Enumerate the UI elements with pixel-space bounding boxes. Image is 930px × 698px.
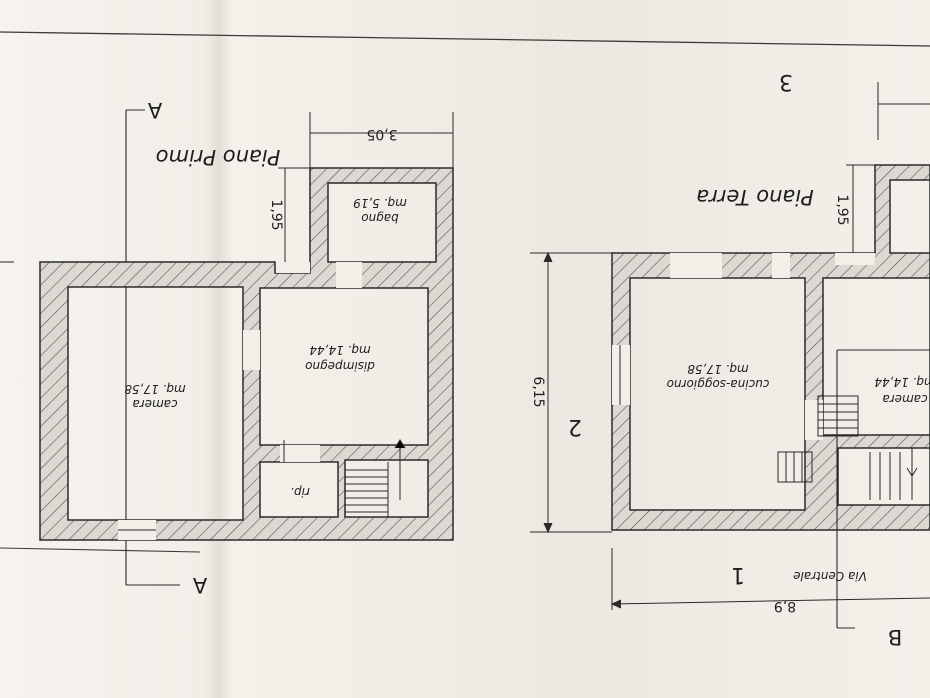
room-name-camera-terra: camera [882,392,927,406]
section-line-b [836,349,930,629]
street-label: Via Centrale [793,569,867,583]
side-number-2: 2 [568,414,582,439]
section-a-bottom: A [192,573,207,597]
sheet-border-top [0,31,930,47]
dimension-bath-offset-primo [278,167,310,262]
side-number-1: 1 [731,562,745,587]
room-area-camera-primo: mq. 17,58 [124,382,186,396]
room-name-cucina-soggiorno: cucina-soggiorno [667,377,770,391]
dimension-length-terra [610,548,930,610]
section-b-label: B [888,625,902,649]
room-name-disimpegno: disimpegno [305,359,375,373]
dim-width-primo: 3,05 [366,126,397,142]
dim-bath-offset-primo: 1,95 [268,199,284,230]
side-number-3: 3 [779,69,793,94]
piano-primo-title: Piano Primo [156,145,281,169]
dimension-depth-terra [530,251,612,534]
dimension-width-primo [309,112,454,168]
dim-depth-terra: 6,15 [530,376,546,407]
piano-terra-title: Piano Terra [696,185,814,209]
sheet-border-bottom [0,547,201,553]
section-a-top: A [147,98,162,122]
staircase-terra [777,395,918,500]
piano-terra-plan: B 6,15 8,9 1,95 Piano Terra Via [530,69,930,649]
room-name-rip: rip. [290,485,310,499]
room-name-bagno: bagno [361,211,399,225]
dimension-bath-offset-terra [846,164,875,253]
room-name-camera-primo: camera [132,397,177,411]
staircase-primo [283,439,406,517]
room-area-disimpegno: mq. 14,44 [309,343,370,357]
dim-length-terra: 8,9 [774,598,796,614]
room-area-camera-terra: mq. 14,44 [874,375,930,389]
piano-primo-plan: 3,05 1,95 Piano Primo A A camera mq. 17,… [39,98,454,597]
dim-bath-offset-terra: 1,95 [834,194,850,225]
room-area-bagno: mq. 5,19 [353,196,407,210]
room-area-cucina-soggiorno: mq. 17,58 [687,362,749,376]
